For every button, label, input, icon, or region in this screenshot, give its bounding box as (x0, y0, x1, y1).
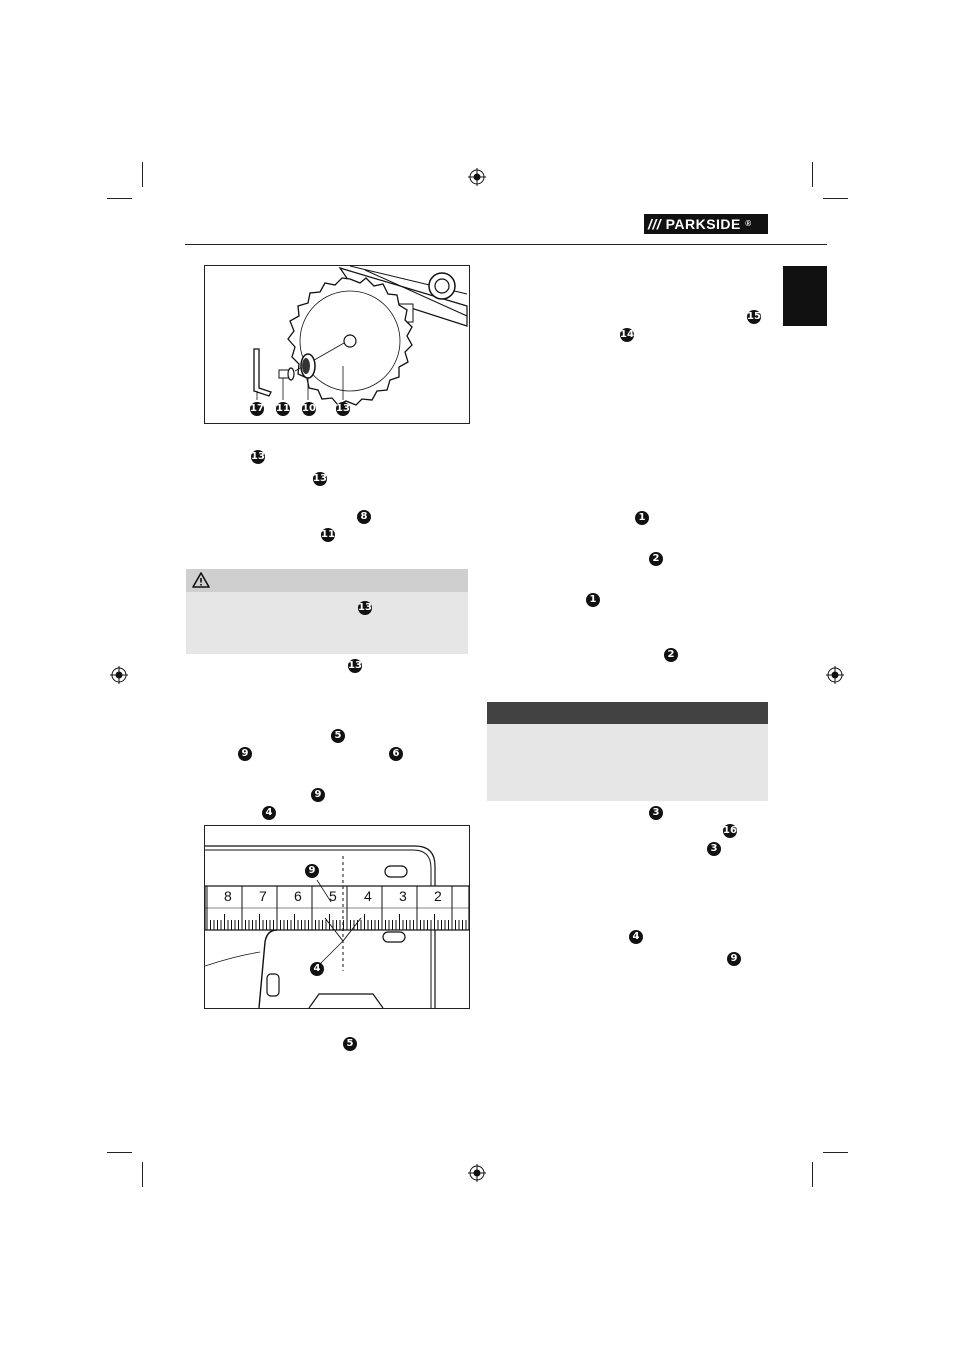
figure-saw-blade (204, 265, 470, 424)
reference-badge: 14 (620, 328, 634, 342)
warning-body (186, 592, 468, 654)
callout-badge: 13 (336, 402, 350, 416)
reference-badge: 2 (649, 552, 663, 566)
scale-number: 4 (364, 888, 372, 904)
brand-name: PARKSIDE (665, 216, 741, 232)
crop-mark (812, 1162, 813, 1187)
crop-mark (107, 1152, 132, 1153)
reference-badge: 9 (311, 788, 325, 802)
saw-blade-illustration (253, 266, 468, 406)
registration-mark-icon (468, 1164, 486, 1182)
reference-badge: 4 (262, 806, 276, 820)
reference-badge: 4 (629, 930, 643, 944)
reference-badge: 1 (586, 593, 600, 607)
reference-badge: 13 (313, 472, 327, 486)
note-body (487, 724, 768, 801)
registration-mark-icon (826, 666, 844, 684)
scale-number: 7 (259, 888, 267, 904)
figure-cutting-scale (204, 825, 470, 1009)
reference-badge: 15 (747, 310, 761, 324)
reference-badge: 13 (251, 450, 265, 464)
crop-mark (142, 1162, 143, 1187)
registered-mark: ® (745, 219, 752, 228)
callout-badge: 10 (302, 402, 316, 416)
scale-number: 3 (399, 888, 407, 904)
crop-mark (823, 1152, 848, 1153)
reference-badge: 2 (664, 648, 678, 662)
reference-badge: 5 (343, 1037, 357, 1051)
callout-badge: 17 (250, 402, 264, 416)
warning-header (186, 569, 468, 592)
header-rule (185, 244, 827, 245)
warning-triangle-icon (192, 572, 210, 588)
reference-badge: 6 (389, 747, 403, 761)
reference-badge: 16 (723, 824, 737, 838)
crop-mark (142, 162, 143, 187)
reference-badge: 1 (635, 511, 649, 525)
reference-badge: 9 (727, 952, 741, 966)
callout-badge: 4 (310, 962, 324, 976)
note-header (487, 702, 768, 724)
registration-mark-icon (468, 168, 486, 186)
scale-number: 2 (434, 888, 442, 904)
reference-badge: 5 (331, 729, 345, 743)
language-side-tab (783, 266, 827, 326)
reference-badge: 8 (357, 510, 371, 524)
scale-number: 6 (294, 888, 302, 904)
crop-mark (107, 198, 132, 199)
crop-mark (812, 162, 813, 187)
reference-badge: 13 (348, 659, 362, 673)
scale-illustration (205, 845, 469, 1008)
reference-badge: 3 (649, 806, 663, 820)
scale-number: 8 (224, 888, 232, 904)
reference-badge: 11 (321, 528, 335, 542)
brand-slashes: /// (648, 216, 662, 232)
reference-badge: 3 (707, 842, 721, 856)
brand-logo: /// PARKSIDE ® (644, 214, 768, 234)
crop-mark (823, 198, 848, 199)
scale-number: 5 (329, 888, 337, 904)
registration-mark-icon (110, 666, 128, 684)
reference-badge: 13 (358, 601, 372, 615)
reference-badge: 9 (238, 747, 252, 761)
callout-badge: 9 (305, 864, 319, 878)
callout-badge: 11 (276, 402, 290, 416)
